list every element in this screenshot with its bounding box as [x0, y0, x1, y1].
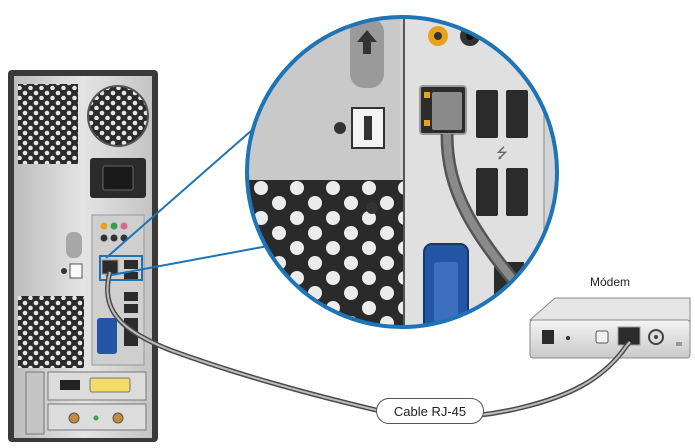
zoom-source-box — [99, 255, 143, 281]
modem-label: Módem — [590, 275, 631, 289]
zoom-lan-led-icon — [424, 92, 430, 98]
rca-port — [68, 412, 80, 424]
screw-icon — [61, 268, 67, 274]
usb-port-small — [124, 292, 138, 301]
zoom-usb-port — [506, 168, 528, 216]
zoom-ring — [245, 15, 559, 329]
modem-switch — [595, 330, 609, 344]
modem-power-port — [542, 330, 554, 344]
vga-port-small — [97, 318, 117, 354]
zoom-detail: ⭍ — [247, 17, 557, 327]
audio-jack-icon — [110, 222, 118, 230]
latch — [66, 232, 82, 258]
zoom-audio-jack-icon — [489, 25, 511, 47]
cable-label: Cable RJ-45 — [393, 403, 467, 419]
desktop-tower — [8, 70, 158, 442]
audio-jack-icon — [100, 222, 108, 230]
zoom-lan-plug — [432, 92, 462, 130]
top-vent — [18, 84, 78, 164]
zoom-usb-port — [476, 90, 498, 138]
lock-slot — [69, 263, 83, 279]
zoom-lan-led-icon — [424, 120, 430, 126]
audio-jack-icon — [100, 234, 108, 242]
modem-reset-icon — [566, 336, 570, 340]
psu-fan — [87, 85, 149, 147]
modem-body — [529, 319, 691, 359]
modem-device — [528, 297, 691, 359]
rca-port — [93, 415, 99, 421]
rca-port — [112, 412, 124, 424]
expansion-bracket — [25, 371, 45, 435]
modem-top — [528, 297, 691, 323]
usb-port-small — [124, 272, 138, 281]
zoom-vga-pins — [434, 262, 458, 322]
zoom-cable — [443, 133, 534, 303]
cable-label-box: Cable RJ-45 — [376, 398, 484, 424]
zoom-screw-icon — [334, 122, 346, 134]
modem-led-icon — [676, 342, 682, 346]
zoom-usb-icon: ⭍ — [496, 146, 508, 162]
zoom-latch-arrow-icon — [357, 30, 377, 54]
zoom-usb-port — [476, 168, 498, 216]
dvi-port — [89, 377, 131, 393]
usb-port-small — [124, 260, 138, 269]
zoom-lock-slot-inner — [364, 116, 372, 140]
hdmi-port — [60, 380, 80, 390]
usb-port-small — [124, 304, 138, 313]
modem-coax-port-center — [654, 335, 658, 339]
zoom-audio-jack-icon — [434, 32, 442, 40]
zoom-callout-line — [105, 245, 269, 277]
power-socket-inner — [102, 165, 134, 191]
audio-jack-icon — [120, 222, 128, 230]
zoom-screw-icon — [366, 202, 378, 214]
zoom-usb-port — [506, 90, 528, 138]
audio-jack-icon — [110, 234, 118, 242]
lan-port-small — [101, 259, 119, 275]
bottom-vent — [18, 296, 84, 368]
zoom-vent — [247, 180, 410, 327]
